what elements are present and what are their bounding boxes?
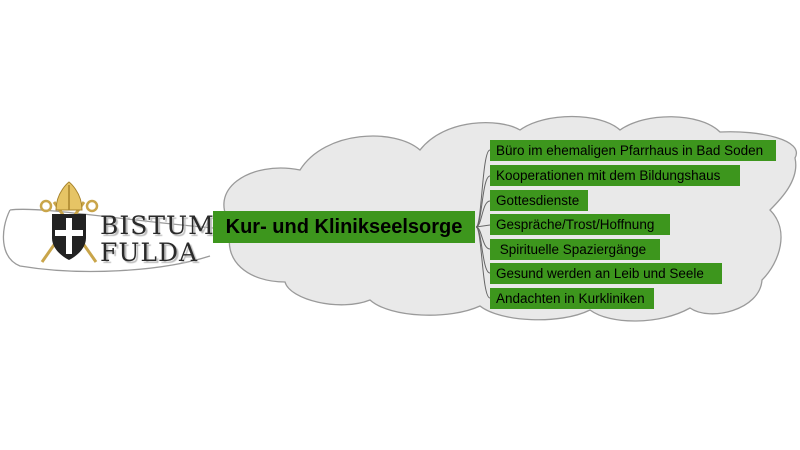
logo-text-line2: FULDA [100, 238, 199, 267]
branch-topic[interactable]: Spirituelle Spaziergänge [490, 239, 660, 260]
branch-topic[interactable]: Kooperationen mit dem Bildungshaus [490, 165, 740, 186]
branch-topic-label: Gottesdienste [496, 193, 580, 208]
branch-topic[interactable]: Gottesdienste [490, 190, 588, 211]
branch-topic[interactable]: Andachten in Kurkliniken [490, 288, 654, 309]
bistum-fulda-logo: BISTUM FULDA [34, 180, 214, 270]
branch-topic-label: Büro im ehemaligen Pfarrhaus in Bad Sode… [496, 143, 764, 158]
branch-topic[interactable]: Büro im ehemaligen Pfarrhaus in Bad Sode… [490, 140, 776, 161]
branch-topic-label: Kooperationen mit dem Bildungshaus [496, 168, 721, 183]
branch-topic-label: Gespräche/Trost/Hoffnung [496, 217, 655, 232]
central-topic[interactable]: Kur- und Klinikseelsorge [213, 211, 475, 243]
crozier-mitre-shield-icon [39, 181, 99, 263]
logo-text-line1: BISTUM [100, 211, 215, 240]
branch-topic-label: Gesund werden an Leib und Seele [496, 266, 704, 281]
branch-topic[interactable]: Gesund werden an Leib und Seele [490, 263, 722, 284]
branch-topic-label: Spirituelle Spaziergänge [496, 242, 647, 257]
branch-connectors [475, 149, 491, 299]
branch-topic-label: Andachten in Kurkliniken [496, 291, 645, 306]
central-topic-label: Kur- und Klinikseelsorge [225, 215, 463, 238]
branch-topic[interactable]: Gespräche/Trost/Hoffnung [490, 214, 670, 235]
logo-connector-shape [2, 208, 214, 273]
